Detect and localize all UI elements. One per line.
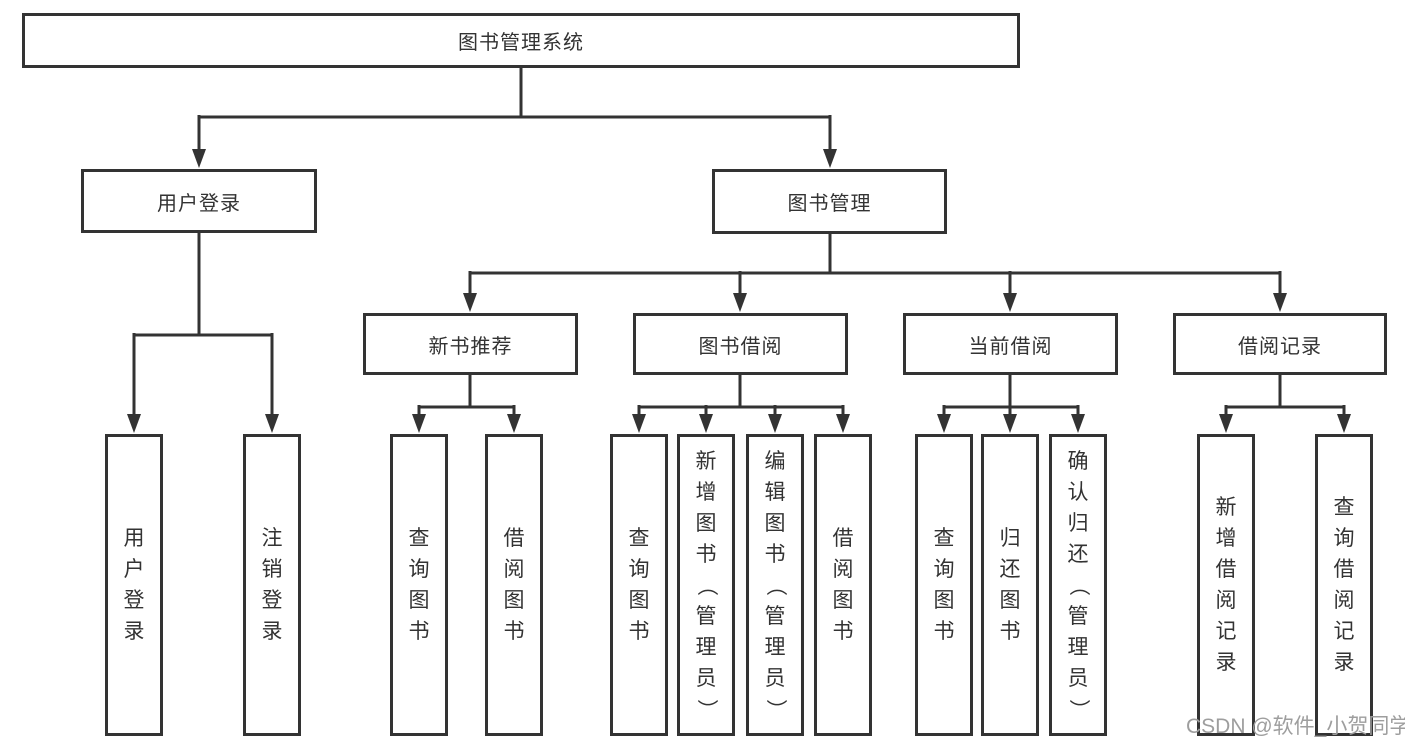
node-user-login: 用户登录 [81, 169, 317, 233]
connector-user-login-leaves [132, 232, 274, 417]
connector-new-book-recommend-leaves [417, 375, 516, 417]
arrowheads [127, 149, 1351, 433]
arrow-icon [265, 414, 279, 433]
leaf-add-borrow-record: 新增借阅记录 [1197, 434, 1255, 736]
arrow-icon [507, 414, 521, 433]
node-borrow-records: 借阅记录 [1173, 313, 1387, 375]
connector-root-level1 [197, 68, 832, 152]
leaf-query-book-recommend: 查询图书 [390, 434, 448, 736]
arrow-icon [192, 149, 206, 168]
node-root-library-system: 图书管理系统 [22, 13, 1020, 68]
arrow-icon [127, 414, 141, 433]
arrow-icon [1071, 414, 1085, 433]
leaf-query-book-borrow: 查询图书 [610, 434, 668, 736]
arrow-icon [937, 414, 951, 433]
leaf-confirm-return-admin: 确认归还（管理员） [1049, 434, 1107, 736]
connector-book-management-level2 [468, 234, 1282, 296]
leaf-logout: 注销登录 [243, 434, 301, 736]
arrow-icon [463, 293, 477, 312]
leaf-borrow-book-recommend: 借阅图书 [485, 434, 543, 736]
node-current-borrow: 当前借阅 [903, 313, 1118, 375]
arrow-icon [1003, 293, 1017, 312]
arrow-icon [1219, 414, 1233, 433]
leaf-query-book-current: 查询图书 [915, 434, 973, 736]
arrow-icon [412, 414, 426, 433]
arrow-icon [733, 293, 747, 312]
arrow-icon [1273, 293, 1287, 312]
arrow-icon [1337, 414, 1351, 433]
arrow-icon [632, 414, 646, 433]
leaf-return-book: 归还图书 [981, 434, 1039, 736]
arrow-icon [1003, 414, 1017, 433]
connector-book-borrow-leaves [637, 375, 845, 417]
connector-current-borrow-leaves [942, 375, 1080, 417]
connector-borrow-records-leaves [1224, 375, 1346, 417]
arrow-icon [823, 149, 837, 168]
leaf-borrow-book: 借阅图书 [814, 434, 872, 736]
leaf-add-book-admin: 新增图书（管理员） [677, 434, 735, 736]
leaf-query-borrow-record: 查询借阅记录 [1315, 434, 1373, 736]
node-book-management: 图书管理 [712, 169, 947, 234]
leaf-edit-book-admin: 编辑图书（管理员） [746, 434, 804, 736]
arrow-icon [768, 414, 782, 433]
arrow-icon [699, 414, 713, 433]
csdn-watermark: CSDN @软件_小贺同学 [1186, 715, 1405, 738]
node-book-borrow: 图书借阅 [633, 313, 848, 375]
node-new-book-recommend: 新书推荐 [363, 313, 578, 375]
leaf-user-login: 用户登录 [105, 434, 163, 736]
arrow-icon [836, 414, 850, 433]
